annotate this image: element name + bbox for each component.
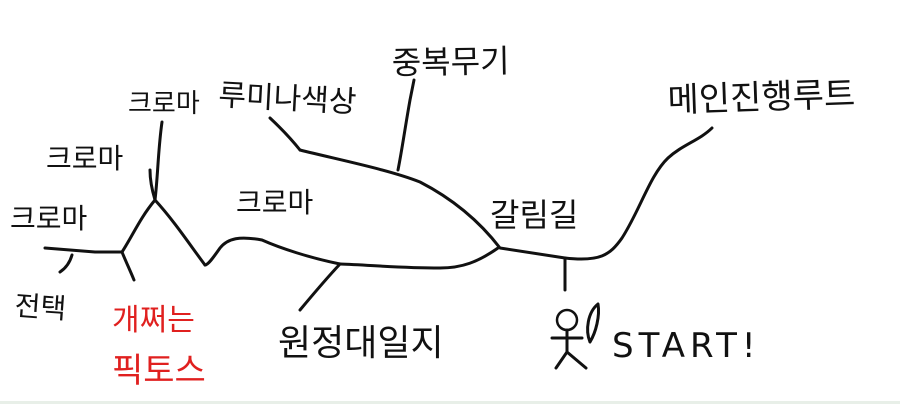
player-stick-figure — [550, 302, 600, 370]
label-pictos-line2: 픽토스 — [112, 351, 206, 391]
route-to-dull — [298, 262, 342, 312]
route-to-chroma-2 — [148, 168, 157, 202]
route-to-duplicate — [396, 78, 416, 172]
route-left-low — [43, 246, 124, 254]
route-to-rumina — [268, 116, 302, 152]
label-main-route: 메인진행루트 — [667, 74, 856, 121]
route-to-pictos — [120, 250, 136, 282]
route-chroma-mid — [203, 236, 342, 267]
label-chroma-center: 크로마 — [236, 186, 313, 219]
main-route-line — [563, 126, 714, 261]
route-fork-lower — [338, 246, 500, 270]
label-chroma-left-1: 크로마 — [46, 142, 123, 175]
label-duplicate-weapon: 중복무기 — [391, 42, 509, 82]
label-chroma-top: 크로마 — [128, 89, 200, 119]
label-dull-whitebox: 원정대일지 — [278, 323, 444, 364]
label-start: START! — [612, 326, 761, 366]
route-to-chroma-top — [153, 120, 164, 202]
label-choice: 전택 — [14, 289, 68, 326]
label-pictos-line1: 개쩌는 — [112, 303, 195, 338]
label-fork-road: 갈림길 — [490, 196, 578, 234]
bottom-edge — [0, 401, 900, 404]
route-start-to-fork — [298, 148, 567, 260]
route-to-choice — [58, 253, 74, 274]
route-left-trunk — [153, 198, 207, 267]
label-chroma-left-2: 크로마 — [10, 202, 87, 235]
route-to-chroma-3 — [120, 198, 157, 254]
label-rumina-color: 루미나색상 — [218, 78, 358, 120]
